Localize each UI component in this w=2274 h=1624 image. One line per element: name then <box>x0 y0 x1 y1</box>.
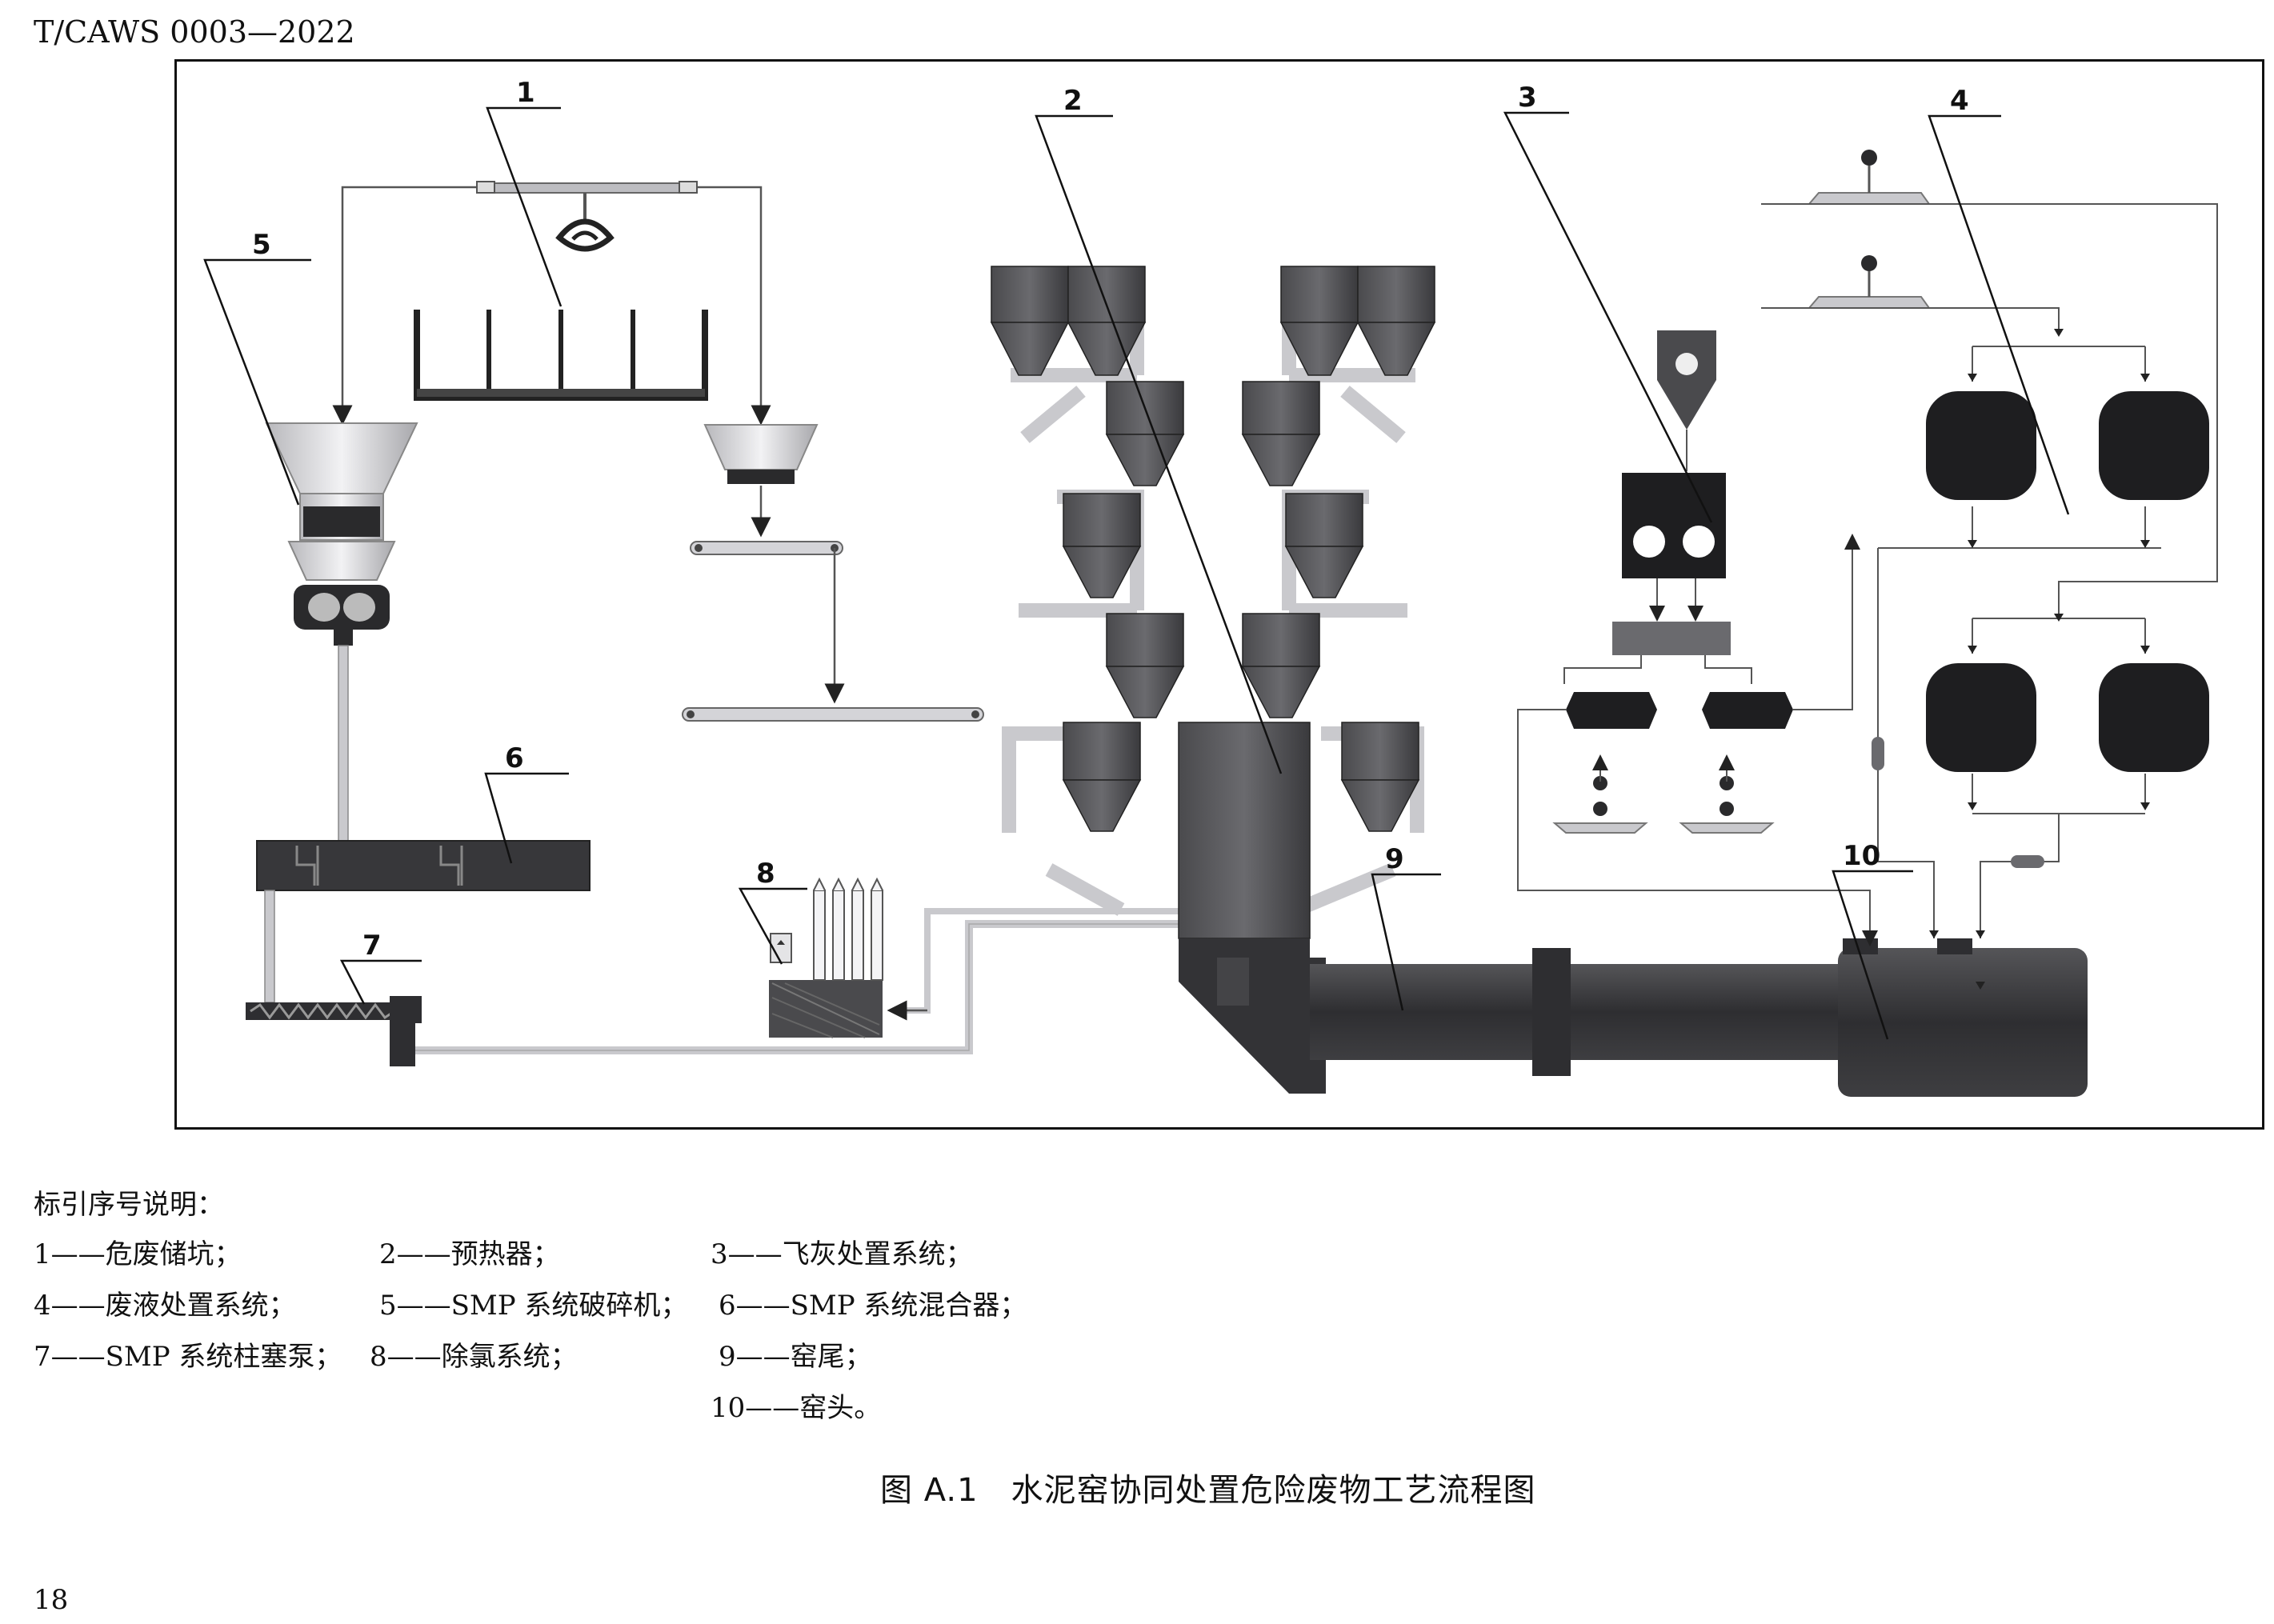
chlorine-removal-system <box>769 877 883 1038</box>
fly-ash-disposal-system <box>1517 330 1878 946</box>
shredder-chute <box>338 645 349 842</box>
page-number: 18 <box>34 1584 69 1616</box>
callout-5: 5 <box>252 229 271 261</box>
callout-3: 3 <box>1518 82 1537 114</box>
legend-title: 标引序号说明： <box>34 1189 224 1221</box>
callout-10: 10 <box>1843 840 1880 872</box>
preheater-cyclones <box>990 266 1436 832</box>
diagram-canvas: 1 2 3 4 5 6 7 8 9 10 <box>203 77 2218 1097</box>
legend-item-9: 9——窑尾； <box>719 1341 872 1373</box>
callout-1: 1 <box>516 77 535 109</box>
callout-2: 2 <box>1063 85 1083 117</box>
feed-hopper-conveyor <box>682 424 984 722</box>
callout-9: 9 <box>1385 843 1404 875</box>
callout-8: 8 <box>756 858 775 890</box>
legend-item-10: 10——窑头。 <box>711 1392 882 1424</box>
rotary-kiln <box>1310 938 2088 1097</box>
smp-mixer <box>256 840 591 891</box>
waste-liquid-disposal-system <box>1761 150 2218 990</box>
smp-piston-pump <box>246 996 422 1066</box>
callout-7: 7 <box>362 930 382 962</box>
legend-item-1: 1——危废储坑； <box>34 1238 242 1270</box>
smp-shredder <box>265 422 418 646</box>
calciner <box>1178 722 1326 1094</box>
standard-id: T/CAWS 0003—2022 <box>34 14 355 50</box>
hazardous-waste-pit <box>414 181 708 401</box>
mixer-outlet-pipe <box>264 890 275 1003</box>
pit-feed-lines <box>332 186 771 426</box>
callout-4: 4 <box>1950 85 1969 117</box>
figure-caption: 图 A.1 水泥窑协同处置危险废物工艺流程图 <box>880 1472 1536 1509</box>
callout-6: 6 <box>505 742 524 774</box>
legend-item-6: 6——SMP 系统混合器； <box>719 1290 1027 1322</box>
legend-item-8: 8——除氯系统； <box>370 1341 578 1373</box>
leader-lines <box>203 106 2070 1040</box>
legend-item-2: 2——预热器； <box>379 1238 560 1270</box>
process-flow-diagram: 1 2 3 4 5 6 7 8 9 10 <box>174 59 2264 1130</box>
legend-item-5: 5——SMP 系统破碎机； <box>379 1290 688 1322</box>
legend-item-7: 7——SMP 系统柱塞泵； <box>34 1341 342 1373</box>
legend-item-3: 3——飞灰处置系统； <box>711 1238 973 1270</box>
legend-item-4: 4——废液处置系统； <box>34 1290 296 1322</box>
